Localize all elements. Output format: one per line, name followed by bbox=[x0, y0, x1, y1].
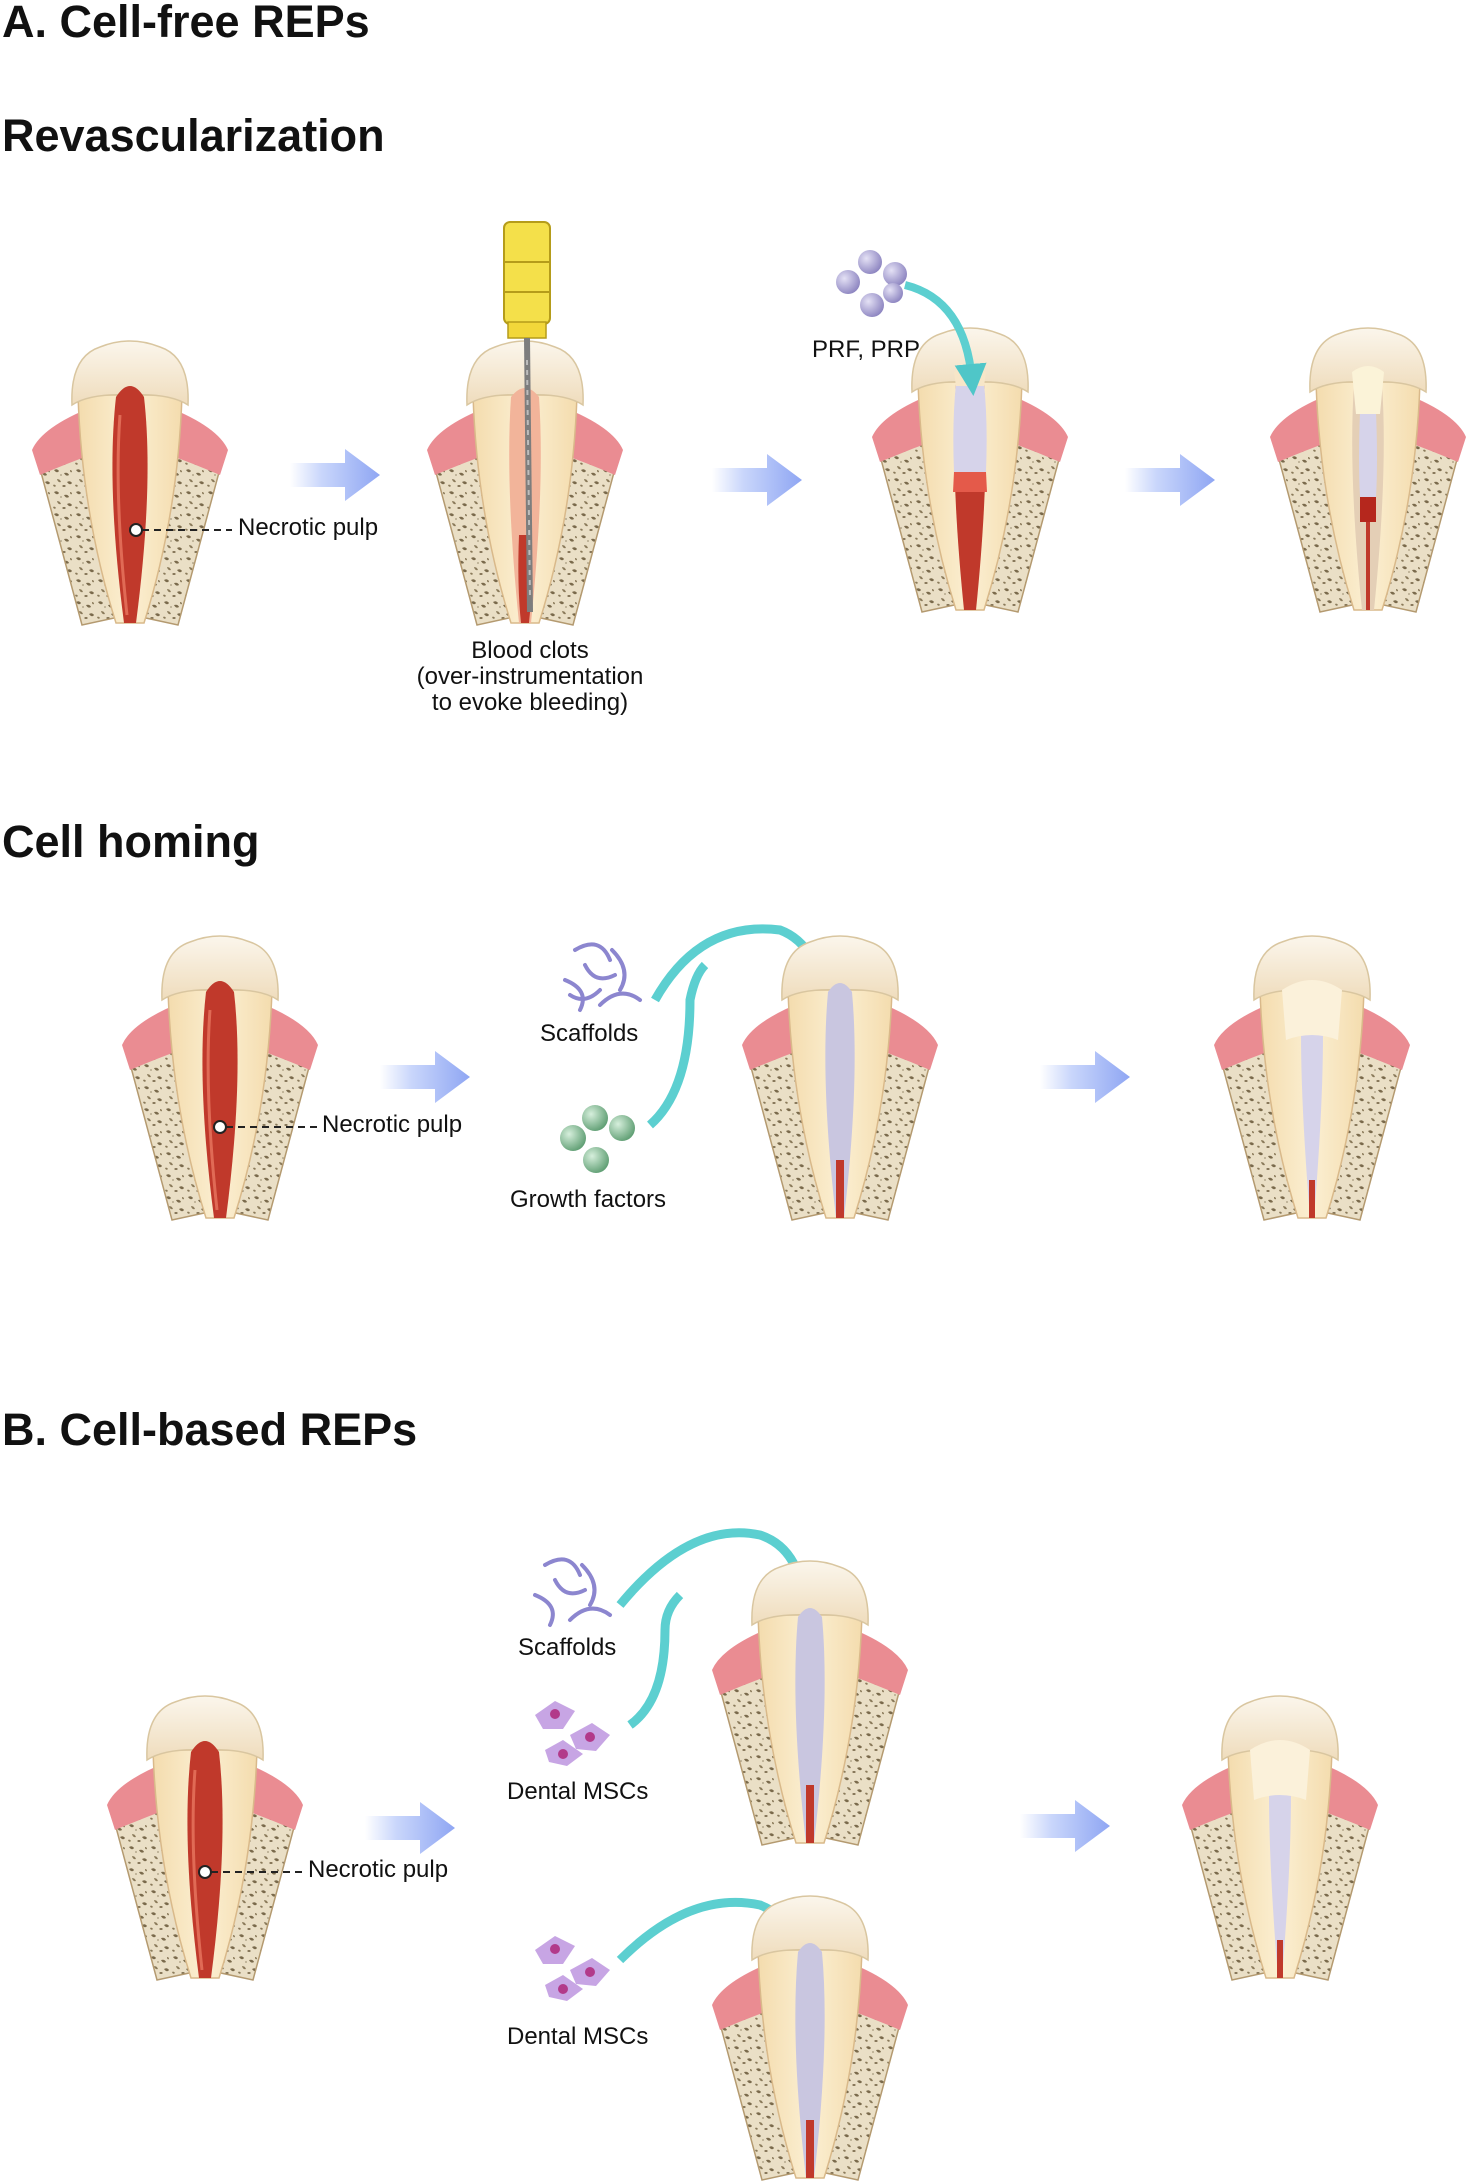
cellbased-necrotic-label: Necrotic pulp bbox=[308, 1856, 449, 1883]
revasc-arrow-3 bbox=[1125, 454, 1215, 506]
homing-scaffolds-label: Scaffolds bbox=[540, 1020, 639, 1047]
scaffolds-icon bbox=[563, 942, 642, 1012]
prf-delivery-curve bbox=[903, 281, 987, 396]
endodontic-file-icon bbox=[503, 221, 551, 613]
cellbased-arrow-1 bbox=[365, 1802, 455, 1854]
revasc-arrow-2 bbox=[712, 454, 802, 506]
msc-label-top: Dental MSCs bbox=[507, 1778, 649, 1805]
revasc-arrow-1 bbox=[290, 449, 380, 501]
homing-arrow-1 bbox=[380, 1051, 470, 1103]
msc-icon-bottom bbox=[535, 1936, 610, 2001]
cellbased-tooth-regen-top bbox=[711, 1560, 909, 1846]
cellbased-tooth-necrotic bbox=[106, 1695, 304, 1981]
homing-necrotic-label: Necrotic pulp bbox=[322, 1111, 463, 1138]
scaffolds-icon-b bbox=[533, 1557, 612, 1627]
section-a-title: A. Cell-free REPs bbox=[2, 0, 370, 47]
blood-clots-label: Blood clots (over-instrumentation to evo… bbox=[380, 638, 680, 716]
homing-delivery-curve bbox=[651, 924, 842, 1028]
msc-label-bottom: Dental MSCs bbox=[507, 2023, 649, 2050]
revasc-tooth-prf bbox=[871, 327, 1069, 613]
revascularization-title: Revascularization bbox=[2, 110, 385, 161]
revasc-tooth-file bbox=[426, 340, 624, 626]
growth-factors-icon bbox=[560, 1105, 635, 1173]
cellbased-delivery-curve-bottom bbox=[616, 1897, 818, 2003]
prf-spheres-icon bbox=[836, 250, 907, 317]
homing-arrow-2 bbox=[1040, 1051, 1130, 1103]
homing-tooth-necrotic bbox=[121, 935, 319, 1221]
revasc-tooth-result bbox=[1269, 327, 1467, 613]
msc-icon-top bbox=[535, 1701, 610, 1766]
revasc-tooth-necrotic bbox=[31, 340, 229, 626]
homing-growth-curve bbox=[646, 961, 709, 1129]
blood-clots-line1: Blood clots bbox=[471, 637, 589, 664]
homing-tooth-result bbox=[1213, 935, 1411, 1221]
cell-homing-title: Cell homing bbox=[2, 816, 260, 867]
cellbased-tooth-result bbox=[1181, 1695, 1379, 1981]
cellbased-tooth-regen-bottom bbox=[711, 1895, 909, 2181]
revasc-necrotic-label: Necrotic pulp bbox=[238, 514, 379, 541]
blood-clots-line3: to evoke bleeding) bbox=[431, 689, 629, 716]
growth-factors-label: Growth factors bbox=[510, 1186, 667, 1213]
cellbased-arrow-2 bbox=[1020, 1800, 1110, 1852]
prf-prp-label: PRF, PRP bbox=[812, 336, 921, 363]
cellbased-delivery-curve-top bbox=[616, 1528, 823, 1638]
homing-tooth-regen bbox=[741, 935, 939, 1221]
blood-clots-line2: (over-instrumentation bbox=[416, 663, 644, 690]
cellbased-msc-curve-top bbox=[627, 1591, 684, 1729]
section-b-title: B. Cell-based REPs bbox=[2, 1404, 418, 1455]
cellbased-scaffolds-label: Scaffolds bbox=[518, 1634, 617, 1661]
